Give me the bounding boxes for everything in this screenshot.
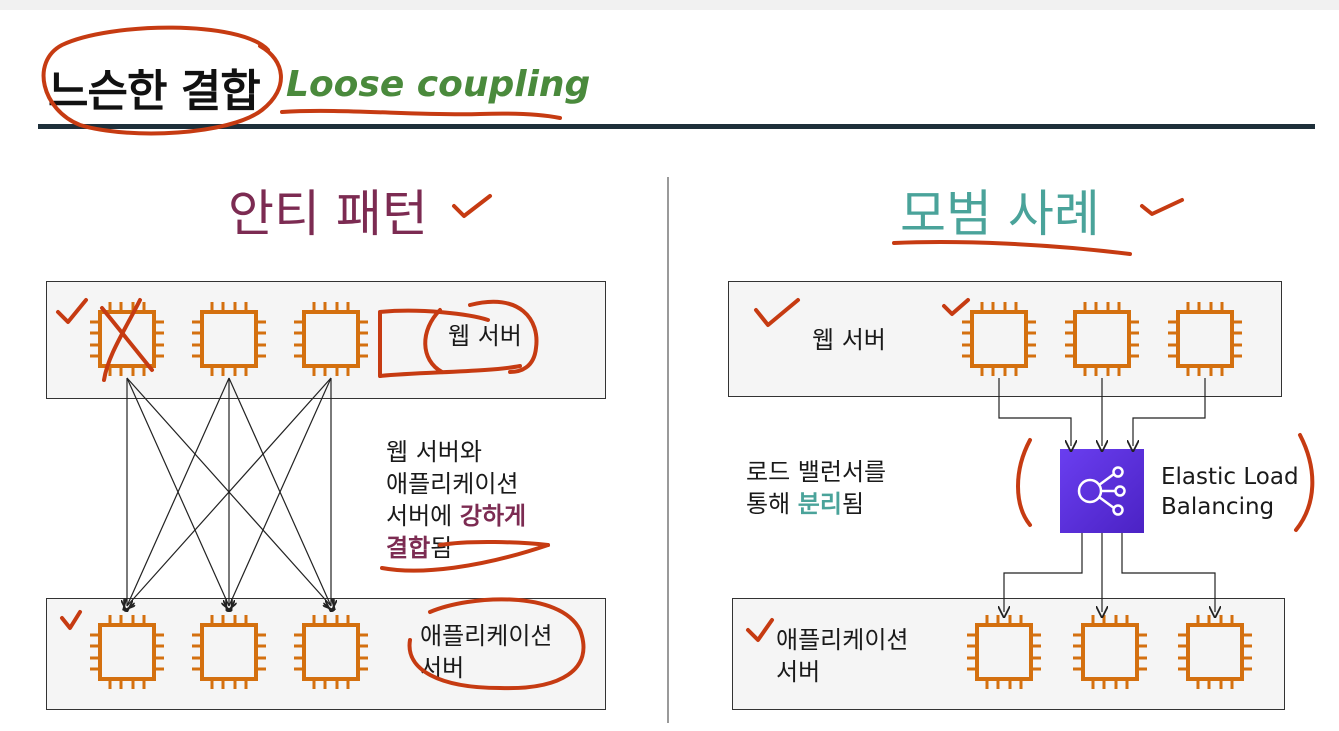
- slide-title-english: Loose coupling: [286, 64, 591, 105]
- ec2-instance-icon: [88, 613, 166, 691]
- ec2-instance-icon: [292, 613, 370, 691]
- ec2-instance-icon: [960, 300, 1038, 378]
- elb-icon: [1060, 449, 1144, 533]
- elb-connectors: [999, 378, 1215, 612]
- title-underline-rule: [38, 124, 1315, 129]
- ec2-instance-icon: [965, 613, 1043, 691]
- best-practice-description: 로드 밸런서를 통해 분리됨: [746, 458, 887, 518]
- ec2-instance-icon: [1063, 300, 1141, 378]
- best-web-tier-box: [728, 281, 1282, 397]
- best-web-server-label: 웹 서버: [812, 326, 886, 354]
- handwritten-annotations: [41, 25, 1315, 691]
- best-practice-heading: 모범 사례: [900, 185, 1100, 243]
- window-top-bar: [0, 0, 1339, 10]
- ec2-instance-icon: [1166, 300, 1244, 378]
- ec2-instance-icon: [1176, 613, 1254, 691]
- ec2-instance-icon: [1071, 613, 1149, 691]
- slide-title-korean: 느슨한 결합: [48, 66, 261, 117]
- ec2-instance-icon: [190, 300, 268, 378]
- anti-pattern-description: 웹 서버와 애플리케이션 서버에 강하게 결합됨: [386, 438, 527, 562]
- section-divider: [667, 177, 669, 723]
- elb-label: Elastic Load Balancing: [1161, 464, 1299, 520]
- anti-web-server-label: 웹 서버: [448, 322, 522, 350]
- anti-pattern-heading: 안티 패턴: [228, 185, 428, 243]
- tight-coupling-lines: [127, 377, 331, 606]
- ec2-instance-icon: [190, 613, 268, 691]
- ec2-instance-icon: [292, 300, 370, 378]
- anti-app-server-label: 애플리케이션 서버: [420, 622, 553, 682]
- best-app-server-label: 애플리케이션 서버: [776, 626, 909, 686]
